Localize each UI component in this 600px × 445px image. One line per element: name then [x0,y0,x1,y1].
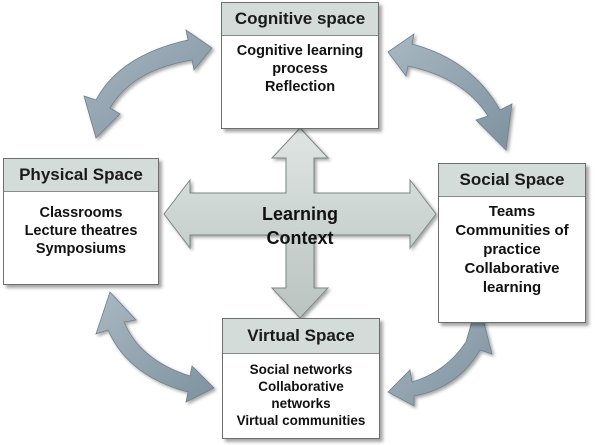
box-line: networks [271,396,331,411]
center-line-1: Learning [261,204,338,224]
social-space-title: Social Space [439,164,585,197]
virtual-space-box: Virtual Space Social networks Collaborat… [222,318,380,439]
physical-space-title: Physical Space [4,159,158,192]
box-line: Collaborative [464,260,560,277]
box-line: learning [482,279,542,296]
virtual-space-title: Virtual Space [223,319,379,354]
box-line: Virtual communities [236,413,366,428]
box-line: Communities of [455,222,569,239]
box-line: Social networks [249,362,353,377]
box-line: Classrooms [39,205,123,221]
physical-space-body: Classrooms Lecture theatres Symposiums [4,192,158,258]
center-line-2: Context [266,228,334,248]
cognitive-space-title: Cognitive space [222,3,378,36]
box-line: process [272,61,328,77]
physical-space-box: Physical Space Classrooms Lecture theatr… [3,158,159,285]
cognitive-space-body: Cognitive learning process Reflection [222,36,378,96]
cycle-arrow-top-left [83,29,213,139]
box-line: Collaborative [258,379,344,394]
box-line: Symposiums [35,241,127,257]
cycle-arrow-bottom-left [95,291,215,403]
social-space-box: Social Space Teams Communities of practi… [438,163,586,323]
cycle-arrow-top-right [387,33,513,151]
cycle-arrow-bottom-right [387,298,493,407]
cognitive-space-box: Cognitive space Cognitive learning proce… [221,2,379,129]
box-line: Teams [488,203,536,220]
box-line: Lecture theatres [24,223,138,239]
social-space-body: Teams Communities of practice Collaborat… [439,197,585,297]
box-line: Cognitive learning [236,43,364,59]
box-line: Reflection [264,79,336,95]
virtual-space-body: Social networks Collaborative networks V… [223,354,379,429]
learning-context-label: Learning [230,204,370,225]
learning-context-label-2: Context [230,228,370,249]
box-line: practice [483,241,541,258]
